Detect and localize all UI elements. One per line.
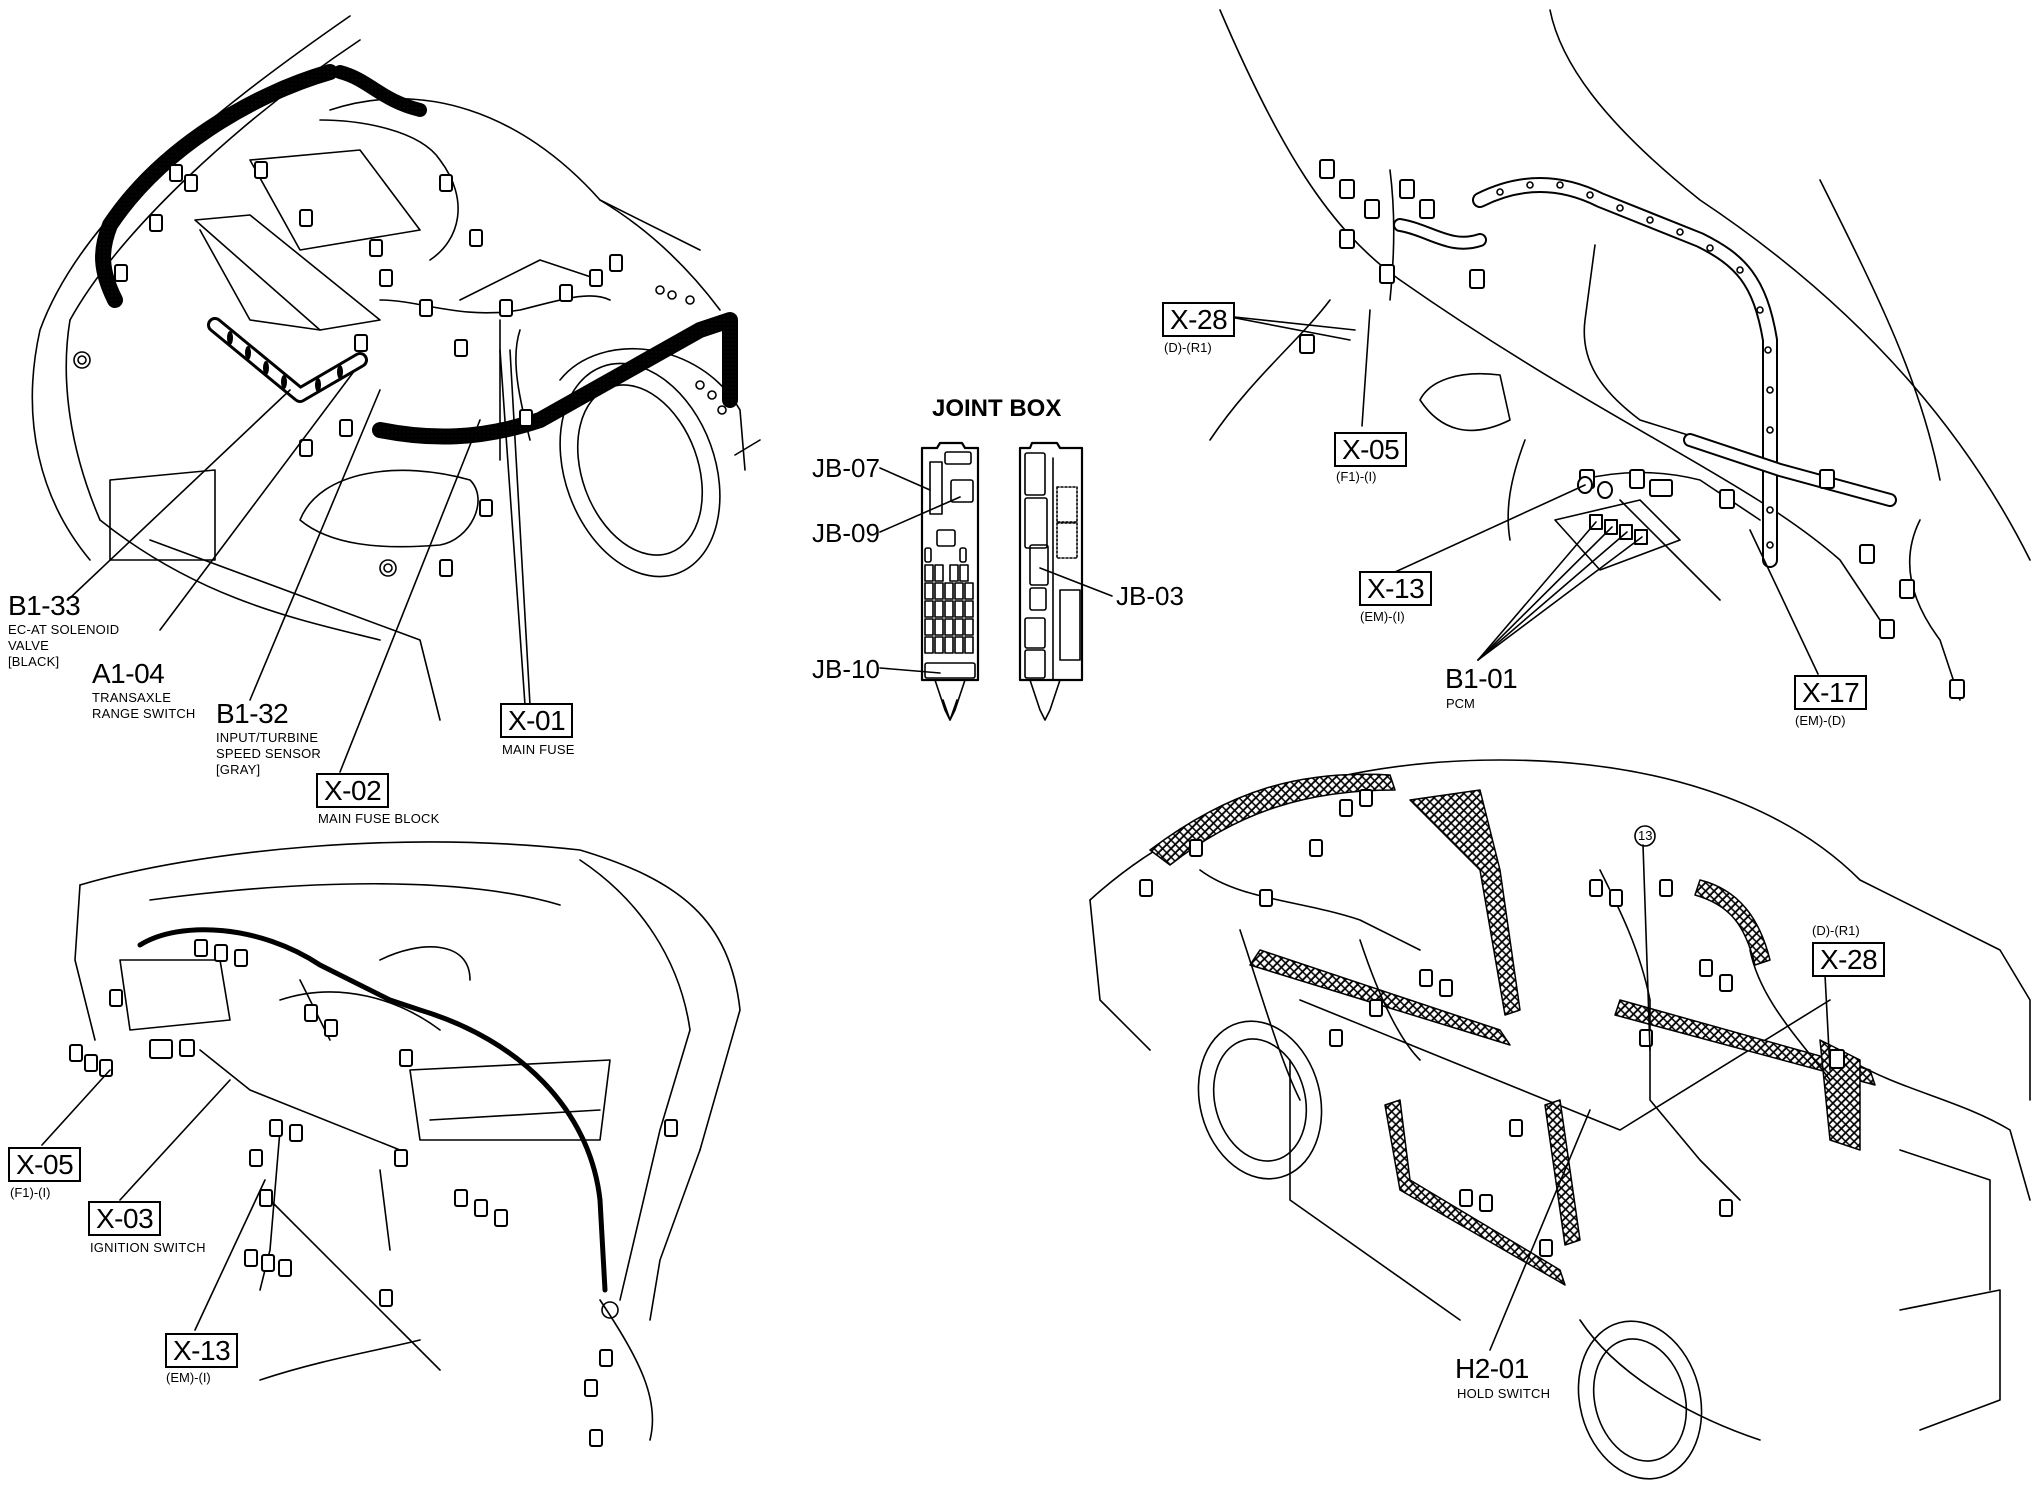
connector-desc-x-17: (EM)-(D) xyxy=(1795,713,1846,728)
connector-desc-x-13-footwell: (EM)-(I) xyxy=(1360,609,1405,624)
connector-desc-hold-switch: HOLD SWITCH xyxy=(1457,1386,1551,1401)
connector-desc-ignition-switch: IGNITION SWITCH xyxy=(90,1240,206,1255)
connector-code-x-01: X-01 xyxy=(500,703,574,738)
connector-code-x-28-body: X-28 xyxy=(1812,942,1886,977)
circled-callout-13: 13 xyxy=(1638,828,1653,843)
connector-desc-main-fuse: MAIN FUSE xyxy=(502,742,575,757)
connector-code-x-05-footwell: X-05 xyxy=(1334,432,1408,467)
connector-code-jb-03: JB-03 xyxy=(1116,581,1184,611)
connector-desc-x-05-footwell: (F1)-(I) xyxy=(1336,469,1377,484)
connector-desc-x-28-body: (D)-(R1) xyxy=(1812,923,1860,938)
instrument-panel-drawing xyxy=(41,841,741,1447)
driver-footwell-drawing xyxy=(1209,9,2031,701)
connector-code-b1-01: B1-01 xyxy=(1445,663,1518,694)
connector-code-x-28-footwell: X-28 xyxy=(1162,302,1236,337)
joint-box-drawing xyxy=(879,441,1113,721)
connector-code-b1-33: B1-33 xyxy=(8,590,81,621)
engine-compartment-drawing xyxy=(31,15,761,773)
circled-callout-13-ring xyxy=(1634,825,1656,847)
connector-desc-x-05-dash: (F1)-(I) xyxy=(10,1185,51,1200)
connector-desc-transaxle-range-switch: TRANSAXLE RANGE SWITCH xyxy=(92,690,196,721)
vehicle-body-drawing xyxy=(1089,759,2031,1480)
connector-code-x-13-dash: X-13 xyxy=(165,1333,239,1368)
connector-code-b1-32: B1-32 xyxy=(216,698,289,729)
connector-code-x-02: X-02 xyxy=(316,773,390,808)
connector-desc-ec-at-solenoid-valve: EC-AT SOLENOID VALVE [BLACK] xyxy=(8,622,120,669)
connector-desc-input-turbine-speed-sensor: INPUT/TURBINE SPEED SENSOR [GRAY] xyxy=(216,730,321,777)
connector-code-jb-10: JB-10 xyxy=(812,654,880,684)
connector-desc-x-13-dash: (EM)-(I) xyxy=(166,1370,211,1385)
connector-code-h2-01: H2-01 xyxy=(1455,1353,1529,1384)
connector-code-a1-04: A1-04 xyxy=(92,658,165,689)
connector-code-x-03: X-03 xyxy=(88,1201,162,1236)
connector-desc-main-fuse-block: MAIN FUSE BLOCK xyxy=(318,811,440,826)
joint-box-title: JOINT BOX xyxy=(932,395,1062,422)
connector-code-jb-07: JB-07 xyxy=(812,453,880,483)
connector-code-x-13-footwell: X-13 xyxy=(1359,571,1433,606)
connector-code-jb-09: JB-09 xyxy=(812,518,880,548)
connector-code-x-17: X-17 xyxy=(1794,675,1868,710)
connector-desc-pcm: PCM xyxy=(1446,696,1475,711)
connector-code-x-05-dash: X-05 xyxy=(8,1147,82,1182)
connector-desc-x-28-footwell: (D)-(R1) xyxy=(1164,340,1212,355)
